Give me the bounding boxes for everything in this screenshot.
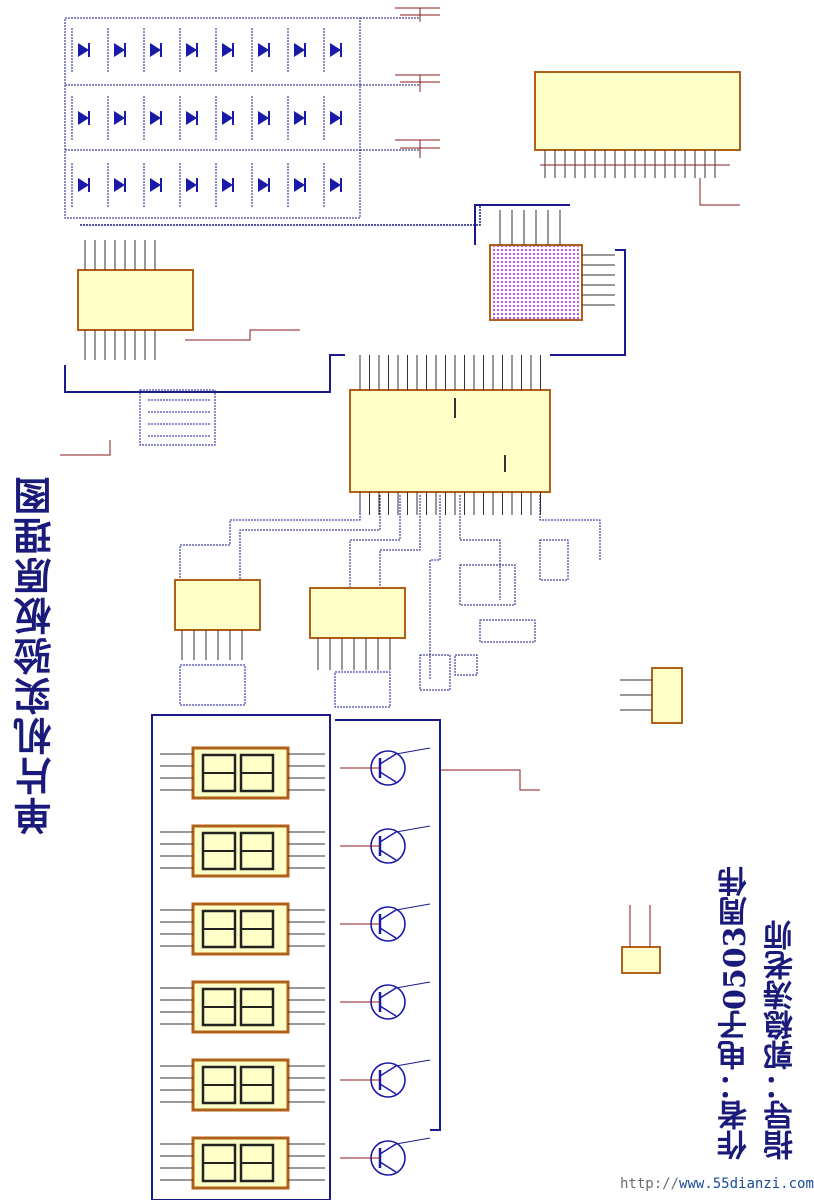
regulator-chip [620,667,683,724]
seven-seg-display [160,1136,325,1190]
small-chip [621,905,661,974]
seven-seg-display [160,746,325,800]
watermark-prefix: http:// [620,1176,680,1192]
key-diode [107,163,126,207]
transistor-bank [335,719,540,1176]
driver-transistor [340,981,431,1020]
resistor-network-1 [60,389,216,456]
key-diode [323,28,342,72]
decoder-chip-left [174,579,261,706]
key-diode [251,28,270,72]
key-diode [287,28,306,72]
key-diode [251,96,270,140]
key-diode [215,96,234,140]
key-diodes [71,28,342,207]
support-circuit [179,495,601,691]
driver-transistor [340,747,431,786]
key-diode [287,96,306,140]
key-diode [71,28,90,72]
lcd-module [534,71,741,206]
key-tails [395,7,440,158]
key-diode [143,163,162,207]
key-diode [107,28,126,72]
display-bank [151,714,331,1200]
led-dot-matrix [474,204,626,356]
key-diode [179,28,198,72]
watermark-site: www.55dianzi.com [679,1176,814,1192]
key-matrix [64,17,420,219]
decoder-chip-right [309,587,406,708]
driver-transistor [340,903,431,942]
key-diode [323,96,342,140]
key-diode [107,96,126,140]
mcu-chip [349,355,551,515]
key-diode [143,28,162,72]
keyboard-chip [64,205,481,393]
seven-seg-display [160,980,325,1034]
key-diode [215,28,234,72]
watermark: http://www.55dianzi.com [620,1176,814,1192]
key-diode [143,96,162,140]
key-diode [179,163,198,207]
seven-seg-display [160,902,325,956]
seven-seg-display [160,1058,325,1112]
key-diode [179,96,198,140]
key-diode [71,163,90,207]
driver-transistor [340,1137,431,1176]
driver-transistor [340,825,431,864]
seven-seg-display [160,824,325,878]
driver-transistor [340,1059,431,1098]
key-diode [323,163,342,207]
key-diode [287,163,306,207]
key-diode [215,163,234,207]
key-diode [251,163,270,207]
key-diode [71,96,90,140]
